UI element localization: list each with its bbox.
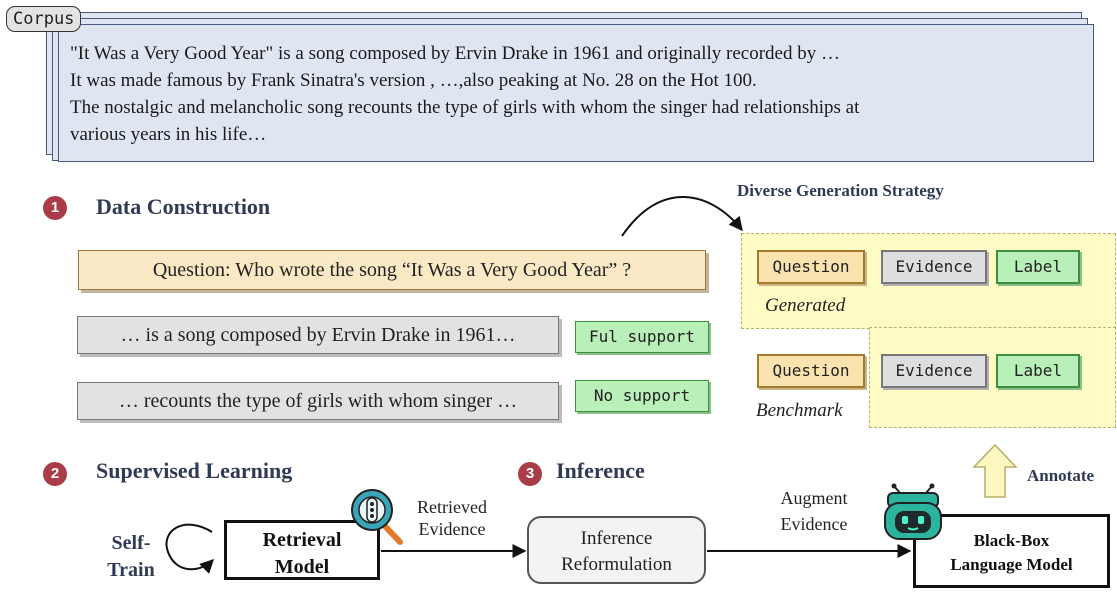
corpus-sheet-front	[58, 24, 1094, 162]
benchmark-question-tag: Question	[757, 354, 865, 388]
corpus-line: various years in his life…	[70, 124, 267, 145]
self-train-label: Self- Train	[96, 530, 166, 584]
self-train-line: Train	[107, 559, 155, 581]
augment-evidence-line: Evidence	[780, 514, 848, 534]
benchmark-label-tag: Label	[996, 354, 1080, 388]
ful-support-tag: Ful support	[575, 321, 709, 353]
section-3-badge: 3	[518, 462, 542, 486]
inference-box-line: Inference	[580, 528, 653, 549]
section-3-title: Inference	[556, 458, 645, 483]
generated-label-tag: Label	[996, 250, 1080, 284]
corpus-line: "It Was a Very Good Year" is a song comp…	[70, 43, 840, 64]
question-box: Question: Who wrote the song “It Was a V…	[78, 250, 706, 290]
augment-evidence-label: Augment Evidence	[766, 485, 862, 537]
retrieval-model-line: Model	[274, 556, 330, 578]
black-box-line: Language Model	[950, 555, 1073, 574]
magnifier-icon	[351, 489, 403, 545]
annotate-arrow-icon	[972, 443, 1018, 498]
strategy-title: Diverse Generation Strategy	[737, 181, 944, 200]
benchmark-caption: Benchmark	[756, 400, 843, 421]
black-box-line: Black-Box	[973, 531, 1050, 550]
inference-box-line: Reformulation	[561, 554, 672, 575]
section-2-badge: 2	[43, 462, 67, 486]
black-box-llm-box: Black-Box Language Model	[913, 514, 1110, 588]
retrieved-evidence-label: Retrieved Evidence	[406, 496, 498, 540]
corpus-line: It was made famous by Frank Sinatra's ve…	[70, 70, 757, 91]
self-train-loop-arrow	[165, 523, 214, 574]
robot-icon	[884, 483, 942, 540]
corpus-line: The nostalgic and melancholic song recou…	[70, 97, 860, 118]
annotate-label: Annotate	[1027, 466, 1095, 485]
augment-evidence-line: Augment	[780, 488, 848, 508]
generated-evidence-tag: Evidence	[881, 250, 987, 284]
corpus-text: "It Was a Very Good Year" is a song comp…	[70, 40, 1080, 148]
self-train-line: Self-	[111, 532, 151, 554]
generated-question-tag: Question	[757, 250, 865, 284]
retrieval-model-box: Retrieval Model	[224, 520, 380, 580]
retrieval-model-line: Retrieval	[262, 529, 342, 551]
generated-caption: Generated	[765, 295, 846, 316]
section-2-title: Supervised Learning	[96, 458, 293, 483]
retrieved-evidence-line: Evidence	[418, 519, 486, 539]
benchmark-evidence-tag: Evidence	[881, 354, 987, 388]
evidence-box-2: … recounts the type of girls with whom s…	[77, 382, 559, 420]
section-1-title: Data Construction	[96, 194, 271, 219]
evidence-box-1: … is a song composed by Ervin Drake in 1…	[77, 316, 559, 354]
retrieved-evidence-line: Retrieved	[417, 497, 487, 517]
strategy-curve-arrow	[621, 196, 743, 237]
corpus-tab-label: Corpus	[6, 6, 82, 32]
inference-reformulation-box: Inference Reformulation	[527, 516, 706, 584]
section-1-badge: 1	[43, 196, 67, 220]
no-support-tag: No support	[575, 380, 709, 412]
